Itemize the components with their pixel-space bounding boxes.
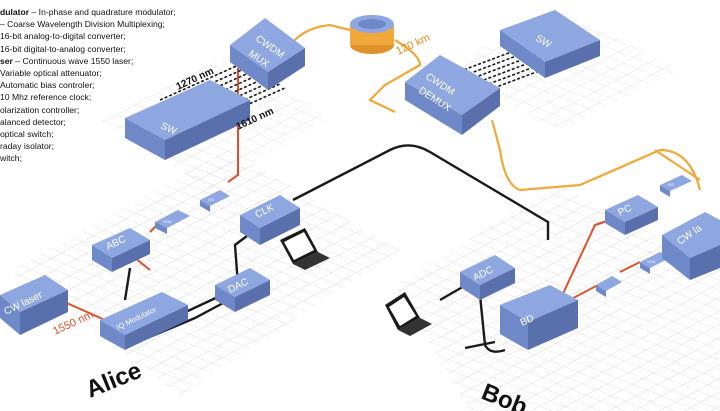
legend-desc: 16-bit analog-to-digital converter; — [0, 31, 126, 42]
legend-desc: 10 Mhz reference clock; — [0, 92, 92, 103]
voa-bob-label: VOA — [647, 259, 656, 264]
cable-abc-iq — [123, 267, 132, 301]
fiber-demux-bob — [490, 119, 702, 192]
legend-desc: optical switch; — [0, 129, 54, 140]
laptop-bob-icon — [385, 292, 432, 336]
legend-desc: Automatic bias controler; — [0, 80, 95, 91]
cable-bd-bottom — [464, 340, 496, 350]
fiber-spool-icon — [350, 15, 394, 54]
os-bob-component: OS — [660, 175, 692, 197]
legend-desc: olarization controller; — [0, 104, 80, 115]
legend-desc: 16-bit digital-to-analog converter; — [0, 43, 126, 54]
fiber-spool-demux — [368, 39, 422, 113]
legend-abbr: dulator — [0, 7, 30, 17]
cw-laser-bob-block: CW la — [662, 212, 720, 280]
legend-item: – Coarse Wavelength Division Multiplexin… — [0, 18, 250, 30]
legend-item: optical switch; — [0, 128, 250, 140]
bd-block: BD — [500, 285, 578, 350]
dac-block: DAC — [215, 268, 270, 312]
legend-item: raday isolator; — [0, 140, 250, 152]
electrical-cables — [119, 144, 550, 353]
os-alice-label: OS — [208, 197, 214, 202]
legend-item: olarization controller; — [0, 104, 250, 116]
alice-label: Alice — [82, 357, 145, 404]
legend-item: 10 Mhz reference clock; — [0, 91, 250, 103]
laptop-alice-icon — [280, 228, 330, 270]
abc-block: ABC — [92, 228, 150, 272]
legend-item: ser – Continuous wave 1550 laser; — [0, 55, 250, 67]
legend-desc: raday isolator; — [0, 141, 54, 152]
pc-label: PC — [616, 203, 633, 219]
voa-alice-label: VOA — [163, 219, 172, 224]
legend-item: Automatic bias controler; — [0, 79, 250, 91]
isolator-bob-component — [596, 276, 622, 297]
legend-desc: witch; — [0, 153, 22, 164]
bd-label: BD — [519, 313, 536, 329]
os-alice-component: OS — [200, 190, 230, 212]
sw-bob-block: SW — [500, 10, 600, 78]
legend-desc: – Coarse Wavelength Division Multiplexin… — [0, 19, 165, 30]
sw-alice-block: SW — [125, 80, 250, 160]
adc-block: ADC — [460, 255, 515, 300]
legend-desc: – Continuous wave 1550 laser; — [12, 55, 134, 66]
legend-desc: – In-phase and quadrature modulator; — [29, 7, 176, 17]
legend-desc: Variable optical attenuator; — [0, 68, 102, 79]
legend-item: dulator – In-phase and quadrature modula… — [0, 6, 250, 18]
legend-item: 16-bit digital-to-analog converter; — [0, 43, 250, 55]
fiber-bob-right — [654, 149, 701, 181]
legend-desc: alanced detector; — [0, 116, 66, 127]
cwdm-mux-block: CWDM MUX — [230, 18, 305, 90]
legend-abbr: ser — [0, 55, 13, 66]
legend: dulator – In-phase and quadrature modula… — [0, 6, 250, 165]
cw-laser-alice-block: CW laser — [0, 275, 68, 335]
legend-item: alanced detector; — [0, 116, 250, 128]
os-bob-label: OS — [668, 182, 674, 187]
cable-clk-bob — [292, 144, 550, 240]
cwdm-demux-block: CWDM DEMUX — [405, 55, 500, 135]
legend-item: 16-bit analog-to-digital converter; — [0, 30, 250, 42]
clk-block: CLK — [240, 195, 300, 245]
pc-block: PC — [605, 195, 658, 235]
legend-item: Variable optical attenuator; — [0, 67, 250, 79]
legend-item: witch; — [0, 152, 250, 164]
voa-alice-component: VOA — [155, 210, 190, 234]
